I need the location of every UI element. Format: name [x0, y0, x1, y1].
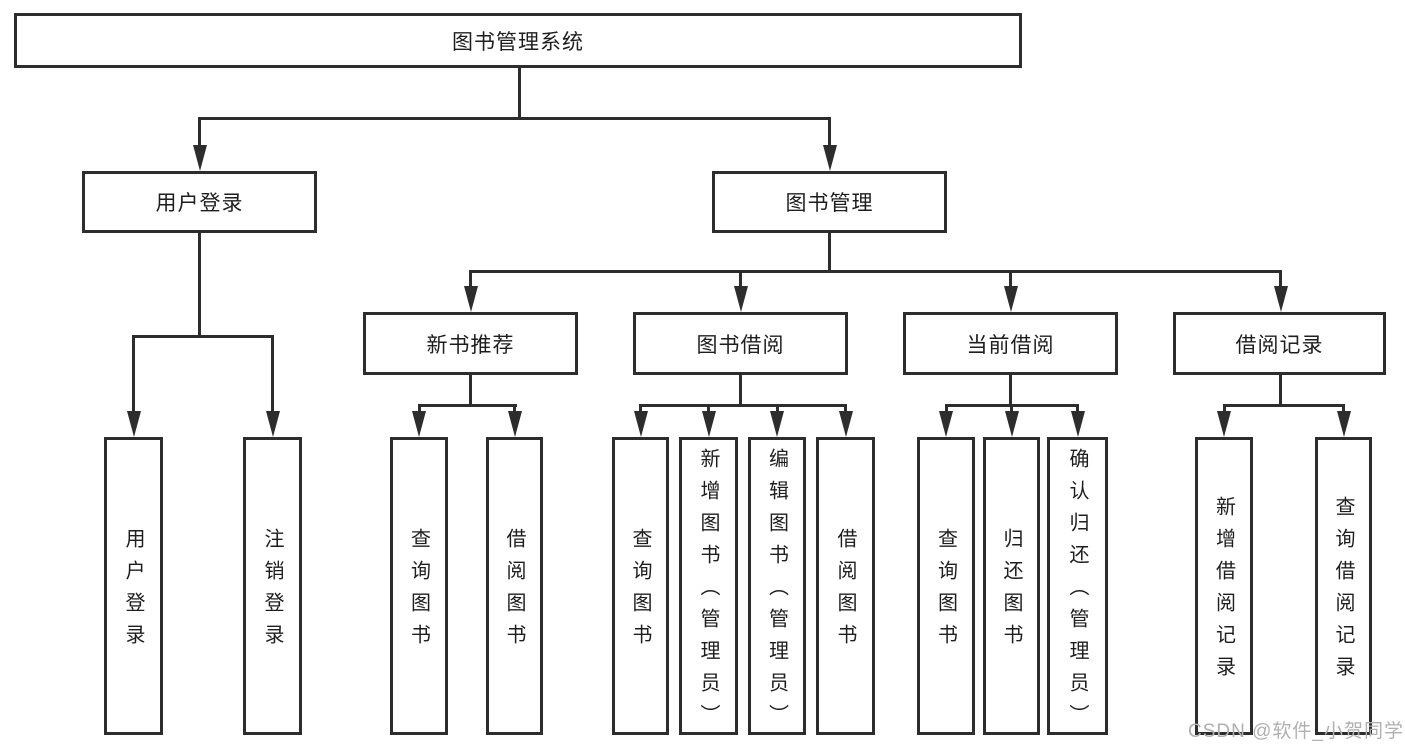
arrowhead-add-record: [1217, 411, 1231, 437]
connector-bookmgmt-trunk: [828, 233, 831, 272]
leaf-label: 归还图书: [1000, 528, 1022, 656]
node-user-login: 用户登录: [82, 171, 317, 233]
connector-currentborrow-trunk: [1009, 375, 1012, 407]
connector-drop-query-3: [945, 404, 948, 413]
leaf-logout: 注销登录: [243, 437, 302, 735]
node-label: 图书管理: [785, 192, 874, 215]
arrowhead-add-book: [702, 411, 716, 437]
leaf-label: 查询图书: [934, 528, 957, 656]
connector-drop-query-record: [1342, 404, 1345, 413]
leaf-add-borrow-record: 新增借阅记录: [1195, 437, 1253, 735]
connector-bookborrow-hbar: [639, 404, 847, 407]
connector-drop-query-2: [639, 404, 642, 413]
connector-drop-query-1: [418, 404, 421, 413]
leaf-label: 查询借阅记录: [1332, 496, 1354, 688]
arrowhead-leaf-user-login: [127, 411, 141, 437]
node-label: 借阅记录: [1235, 333, 1324, 357]
connector-root-hbar: [198, 117, 831, 120]
leaf-label: 用户登录: [122, 528, 144, 656]
connector-drop-leaf-user-login: [132, 335, 135, 413]
arrowhead-confirm-return: [1071, 411, 1085, 437]
node-new-book-recommend: 新书推荐: [363, 312, 578, 375]
connector-drop-book-management: [828, 117, 831, 148]
node-label: 图书借阅: [696, 333, 785, 357]
connector-drop-confirm-return: [1076, 404, 1079, 413]
arrowhead-book-borrow: [734, 286, 748, 312]
leaf-label: 注销登录: [261, 528, 283, 656]
leaf-add-book-admin: 新增图书（管理员）: [679, 437, 738, 736]
node-root: 图书管理系统: [14, 13, 1022, 68]
connector-drop-new-book: [469, 270, 472, 288]
leaf-label: 查询图书: [407, 528, 430, 656]
arrowhead-query-3: [939, 411, 953, 437]
arrowhead-return-book: [1005, 411, 1019, 437]
node-borrow-records: 借阅记录: [1173, 312, 1386, 375]
leaf-label: 新增借阅记录: [1212, 496, 1235, 688]
leaf-query-books-current: 查询图书: [917, 437, 975, 735]
leaf-label: 借阅图书: [834, 528, 856, 656]
connector-drop-current-borrow: [1009, 270, 1012, 288]
leaf-label: 编辑图书（管理员）: [765, 448, 788, 736]
node-current-borrow: 当前借阅: [903, 312, 1118, 375]
node-book-borrow: 图书借阅: [633, 312, 848, 375]
leaf-query-books-borrow: 查询图书: [612, 437, 669, 735]
connector-newbook-trunk: [469, 375, 472, 407]
connector-records-trunk: [1279, 375, 1282, 407]
arrowhead-query-record: [1337, 411, 1351, 437]
leaf-user-login: 用户登录: [104, 437, 163, 735]
connector-drop-borrow-1: [513, 404, 516, 413]
arrowhead-query-2: [634, 411, 648, 437]
leaf-label: 借阅图书: [503, 528, 525, 656]
arrowhead-query-1: [412, 411, 426, 437]
node-label: 图书管理系统: [452, 30, 584, 54]
arrowhead-book-management: [823, 145, 837, 171]
arrowhead-leaf-logout: [266, 411, 280, 437]
node-book-management: 图书管理: [712, 171, 947, 233]
arrowhead-borrow-records: [1274, 286, 1288, 312]
arrowhead-edit-book: [770, 411, 784, 437]
connector-bookmgmt-hbar: [469, 270, 1282, 273]
connector-userlogin-trunk: [198, 233, 201, 337]
leaf-query-borrow-record: 查询借阅记录: [1315, 437, 1372, 735]
connector-newbook-hbar: [418, 404, 517, 407]
arrowhead-current-borrow: [1004, 286, 1018, 312]
connector-drop-user-login: [198, 117, 201, 148]
connector-drop-borrow-2: [844, 404, 847, 413]
connector-bookborrow-trunk: [739, 375, 742, 407]
leaf-label: 确认归还（管理员）: [1066, 448, 1088, 736]
leaf-edit-book-admin: 编辑图书（管理员）: [748, 437, 806, 736]
node-label: 新书推荐: [426, 333, 515, 357]
arrowhead-borrow-2: [839, 411, 853, 437]
csdn-watermark: CSDN @软件_小贺同学: [1188, 721, 1404, 742]
connector-userlogin-hbar: [132, 335, 274, 338]
connector-drop-add-book: [707, 404, 710, 413]
arrowhead-borrow-1: [508, 411, 522, 437]
arrowhead-new-book: [464, 286, 478, 312]
connector-drop-return-book: [1010, 404, 1013, 413]
leaf-confirm-return-admin: 确认归还（管理员）: [1047, 437, 1108, 736]
node-label: 当前借阅: [966, 333, 1055, 357]
connector-drop-borrow-records: [1279, 270, 1282, 288]
leaf-label: 查询图书: [629, 528, 651, 656]
connector-root-trunk: [518, 68, 521, 118]
node-label: 用户登录: [155, 192, 244, 215]
arrowhead-user-login: [193, 145, 207, 171]
leaf-return-book: 归还图书: [983, 437, 1040, 735]
connector-drop-book-borrow: [739, 270, 742, 288]
connector-records-hbar: [1223, 404, 1345, 407]
leaf-borrow-books-recommend: 借阅图书: [486, 437, 543, 735]
leaf-label: 新增图书（管理员）: [697, 448, 719, 736]
connector-drop-edit-book: [776, 404, 779, 413]
connector-drop-add-record: [1223, 404, 1226, 413]
leaf-query-books-recommend: 查询图书: [390, 437, 448, 735]
leaf-borrow-books: 借阅图书: [816, 437, 875, 735]
connector-drop-leaf-logout: [271, 335, 274, 413]
